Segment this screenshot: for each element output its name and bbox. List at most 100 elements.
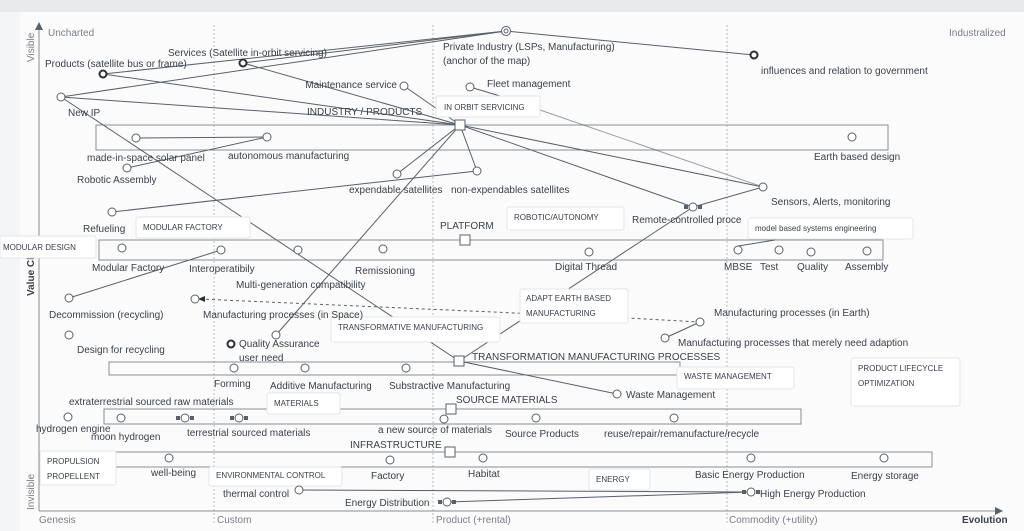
top-bar <box>0 0 1024 12</box>
component-node <box>122 163 132 173</box>
links <box>60 30 776 503</box>
group-handle[interactable] <box>444 446 456 458</box>
note-text: IN ORBIT SERVICING <box>444 103 525 112</box>
component-label: a new source of materials <box>378 425 492 436</box>
value-chain-label: Value Chain <box>26 239 37 296</box>
component-label: expendable satellites <box>349 185 442 196</box>
component-node <box>294 485 304 495</box>
component-label: Assembly <box>845 262 888 273</box>
anchor-label: (anchor of the map) <box>443 56 530 67</box>
component-label: Remote-controlled proce <box>632 215 742 226</box>
note-robotic <box>506 206 625 231</box>
component-label: Maintenance service <box>305 80 397 91</box>
notes[interactable]: IN ORBIT SERVICING MODULAR FACTORY ROBOT… <box>0 95 961 491</box>
component-node <box>226 339 236 349</box>
component-node <box>238 58 248 68</box>
note-text: MANUFACTURING <box>526 309 596 318</box>
component-label: user need <box>239 353 283 364</box>
component-label: Basic Energy Production <box>695 470 805 481</box>
inertia-marker-icons <box>176 205 760 504</box>
component-node <box>180 413 190 423</box>
anchor-label: Private Industry (LSPs, Manufacturing) <box>443 42 615 53</box>
note-in-orbit <box>435 95 541 118</box>
component-label: Manufacturing processes (in Space) <box>203 310 363 321</box>
invisible-label: Invisible <box>26 473 37 510</box>
component-node <box>669 413 679 423</box>
note-text: MODULAR FACTORY <box>143 223 223 232</box>
component-node <box>401 363 411 373</box>
note-transformative <box>330 316 501 343</box>
component-label: Sensors, Alerts, monitoring <box>771 197 891 208</box>
component-node <box>862 246 872 256</box>
group-platform[interactable] <box>98 239 884 261</box>
component-label: Digital Thread <box>555 262 617 273</box>
component-node <box>399 81 409 91</box>
note-adapt <box>519 288 629 324</box>
component-label: New IP <box>68 108 101 119</box>
visible-label: Visible <box>26 32 37 62</box>
group-label: SOURCE MATERIALS <box>456 395 558 406</box>
component-node <box>216 245 226 255</box>
group-industry[interactable] <box>95 124 889 151</box>
component-node <box>465 82 475 92</box>
note-energy <box>588 468 651 491</box>
component-node <box>107 207 117 217</box>
component-node <box>612 389 622 399</box>
component-node <box>385 455 395 465</box>
component-label: Substractive Manufacturing <box>389 381 510 392</box>
note-text: ENERGY <box>596 475 630 484</box>
component-label: Energy storage <box>851 471 919 482</box>
component-label: Additive Manufacturing <box>270 381 372 392</box>
component-node <box>695 317 705 327</box>
group-handle[interactable] <box>445 403 457 415</box>
note-waste <box>676 366 795 390</box>
component-node <box>660 333 670 343</box>
industrialized-label: Industralized <box>949 28 1006 39</box>
stage-product: Product (+rental) <box>436 515 511 526</box>
component-label: well-being <box>150 468 196 479</box>
component-label: Test <box>760 262 779 273</box>
component-label: thermal control <box>223 489 289 500</box>
note-plo <box>850 357 961 407</box>
component-label: Earth based design <box>814 152 900 163</box>
group-infrastructure[interactable] <box>103 451 933 468</box>
component-label: Refueling <box>83 224 125 235</box>
component-node <box>63 412 73 422</box>
group-handle[interactable] <box>453 355 465 367</box>
components[interactable]: Services (Satellite in-orbit servicing) … <box>36 48 928 509</box>
anchor-node[interactable] <box>501 26 511 36</box>
component-label: reuse/repair/remanufacture/recycle <box>604 429 760 440</box>
component-node <box>806 247 816 257</box>
y-axis-arrow-icon <box>35 22 43 30</box>
component-label: extraterrestrial sourced raw materials <box>69 397 234 408</box>
component-node <box>116 413 126 423</box>
component-node <box>300 363 310 373</box>
note-text: PROPELLENT <box>47 472 100 481</box>
component-node <box>64 293 74 303</box>
component-node <box>531 413 541 423</box>
component-label: Manufacturing processes (in Earth) <box>714 308 870 319</box>
note-text: ENVIRONMENTAL CONTROL <box>216 471 326 480</box>
stage-custom: Custom <box>217 515 251 526</box>
component-label: Decommission (recycling) <box>49 310 163 321</box>
component-label: terrestrial sourced materials <box>187 428 310 439</box>
note-text: MATERIALS <box>274 399 319 408</box>
component-label: made-in-space solar panel <box>87 153 205 164</box>
component-node <box>472 166 482 176</box>
group-handle[interactable] <box>454 119 466 131</box>
component-node <box>392 169 402 179</box>
group-handle[interactable] <box>459 234 471 246</box>
anchor-icon <box>503 28 509 34</box>
component-node <box>758 182 768 192</box>
component-node <box>98 69 108 79</box>
note-text: PROPULSION <box>47 457 100 466</box>
component-label: non-expendables satellites <box>451 185 569 196</box>
component-node <box>774 245 784 255</box>
group-transformation[interactable] <box>108 361 681 376</box>
component-label: Habitat <box>468 469 500 480</box>
component-label: Forming <box>214 379 251 390</box>
component-label: Services (Satellite in-orbit servicing) <box>168 48 327 59</box>
stage-genesis: Genesis <box>39 515 76 526</box>
note-modular-factory <box>135 216 251 239</box>
